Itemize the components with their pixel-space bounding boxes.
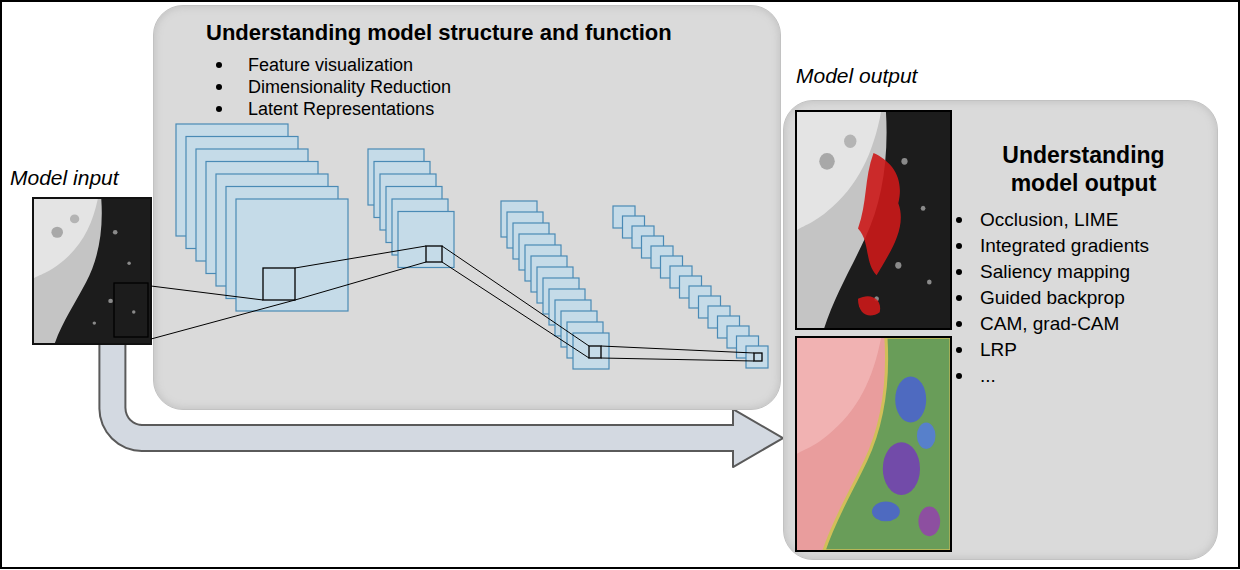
- bullet-dot: [956, 269, 962, 275]
- segmentation-overlay: [858, 296, 880, 315]
- image-box: Model input: [32, 197, 152, 345]
- projection-line: [151, 286, 263, 300]
- segmentation-overlay: [858, 153, 901, 275]
- projection-line: [442, 262, 589, 358]
- ct-vessel: [921, 206, 926, 211]
- bullet-dot: [956, 295, 962, 301]
- panel: Understanding model structure and functi…: [153, 5, 781, 410]
- image-border: [796, 111, 951, 329]
- bullet-text: Feature visualization: [248, 54, 413, 76]
- receptive-field: [589, 346, 601, 358]
- ct-vessel: [108, 299, 113, 303]
- bullet-row: Integrated gradients: [956, 233, 1211, 259]
- bullet-dot: [956, 347, 962, 353]
- bullet-row: LRP: [956, 337, 1211, 363]
- ct-vessel: [901, 158, 907, 165]
- projection-line: [442, 246, 589, 346]
- receptive-field: [114, 283, 148, 337]
- arrow-head: [733, 409, 783, 467]
- ct-vessel: [93, 321, 96, 324]
- bullet-row: Dimensionality Reduction: [216, 76, 766, 98]
- bullet-dot: [956, 217, 962, 223]
- bullet-text: CAM, grad-CAM: [980, 311, 1119, 337]
- feature-map-stack: [501, 201, 609, 369]
- feature-map: [746, 346, 768, 368]
- ct-structure: [70, 215, 79, 224]
- projection-line: [151, 300, 295, 339]
- ct-structure: [844, 134, 856, 147]
- ct-structure: [819, 153, 835, 170]
- bullet-text: ...: [980, 363, 996, 389]
- bullet-row: Feature visualization: [216, 54, 766, 76]
- heatmap-ground: [796, 337, 951, 551]
- bullet-dot: [956, 373, 962, 379]
- panel-heading: Understanding model output: [984, 141, 1184, 197]
- bullet-row: Guided backprop: [956, 285, 1211, 311]
- bullet-dot: [956, 243, 962, 249]
- bullet-text: Guided backprop: [980, 285, 1125, 311]
- bullet-text: Occlusion, LIME: [980, 207, 1118, 233]
- bullet-dot: [216, 106, 222, 112]
- bullet-text: LRP: [980, 337, 1017, 363]
- ct-lung: [824, 111, 951, 329]
- ct-tissue: [34, 199, 98, 279]
- bullet-text: Dimensionality Reduction: [248, 76, 451, 98]
- io-label: Model input: [10, 165, 119, 191]
- feature-map-stack: [176, 124, 348, 311]
- ct-vessel: [113, 230, 118, 234]
- bullet-dot: [216, 84, 222, 90]
- panel-heading: Understanding model structure and functi…: [206, 20, 766, 46]
- projection-line: [295, 246, 426, 268]
- bullet-row: Saliency mapping: [956, 259, 1211, 285]
- feature-map: [398, 212, 454, 268]
- bullet-text: Integrated gradients: [980, 233, 1149, 259]
- ct-image: [796, 337, 951, 551]
- label-holder: Model output: [796, 63, 917, 89]
- bullet-text: Saliency mapping: [980, 259, 1130, 285]
- ct-lung: [55, 199, 150, 343]
- ct-vessel: [927, 280, 932, 285]
- bullet-dot: [216, 62, 222, 68]
- feature-map: [236, 199, 348, 311]
- input-image: [34, 199, 150, 343]
- feature-map-stack: [613, 206, 768, 368]
- ct-image: [796, 111, 951, 329]
- ct-vessel: [127, 262, 130, 265]
- heatmap-tint: [796, 337, 951, 551]
- bullet-text: Latent Representations: [248, 98, 434, 120]
- panel: Model outputUnderstanding model outputOc…: [783, 100, 1218, 560]
- ct-vessel: [895, 262, 901, 269]
- text-column: Understanding model structure and functi…: [206, 20, 766, 120]
- receptive-field: [426, 246, 442, 262]
- ct-structure: [51, 227, 63, 238]
- bullet-row: Occlusion, LIME: [956, 207, 1211, 233]
- image-border: [796, 337, 951, 551]
- ct-ground: [34, 199, 150, 343]
- feature-map-stack: [368, 149, 454, 268]
- label-holder: Model input: [10, 165, 119, 191]
- bullet-row: CAM, grad-CAM: [956, 311, 1211, 337]
- projection-line: [601, 346, 754, 353]
- io-label: Model output: [796, 63, 917, 89]
- projection-line: [601, 358, 754, 361]
- bullet-row: Latent Representations: [216, 98, 766, 120]
- ct-vessel: [132, 310, 135, 313]
- ct-image: [34, 199, 150, 343]
- ct-ground: [796, 111, 951, 329]
- bullet-dot: [956, 321, 962, 327]
- receptive-field: [263, 268, 295, 300]
- text-column: Understanding model outputOcclusion, LIM…: [956, 141, 1211, 389]
- projection-line: [295, 262, 426, 300]
- bullet-row: ...: [956, 363, 1211, 389]
- receptive-field: [754, 353, 762, 361]
